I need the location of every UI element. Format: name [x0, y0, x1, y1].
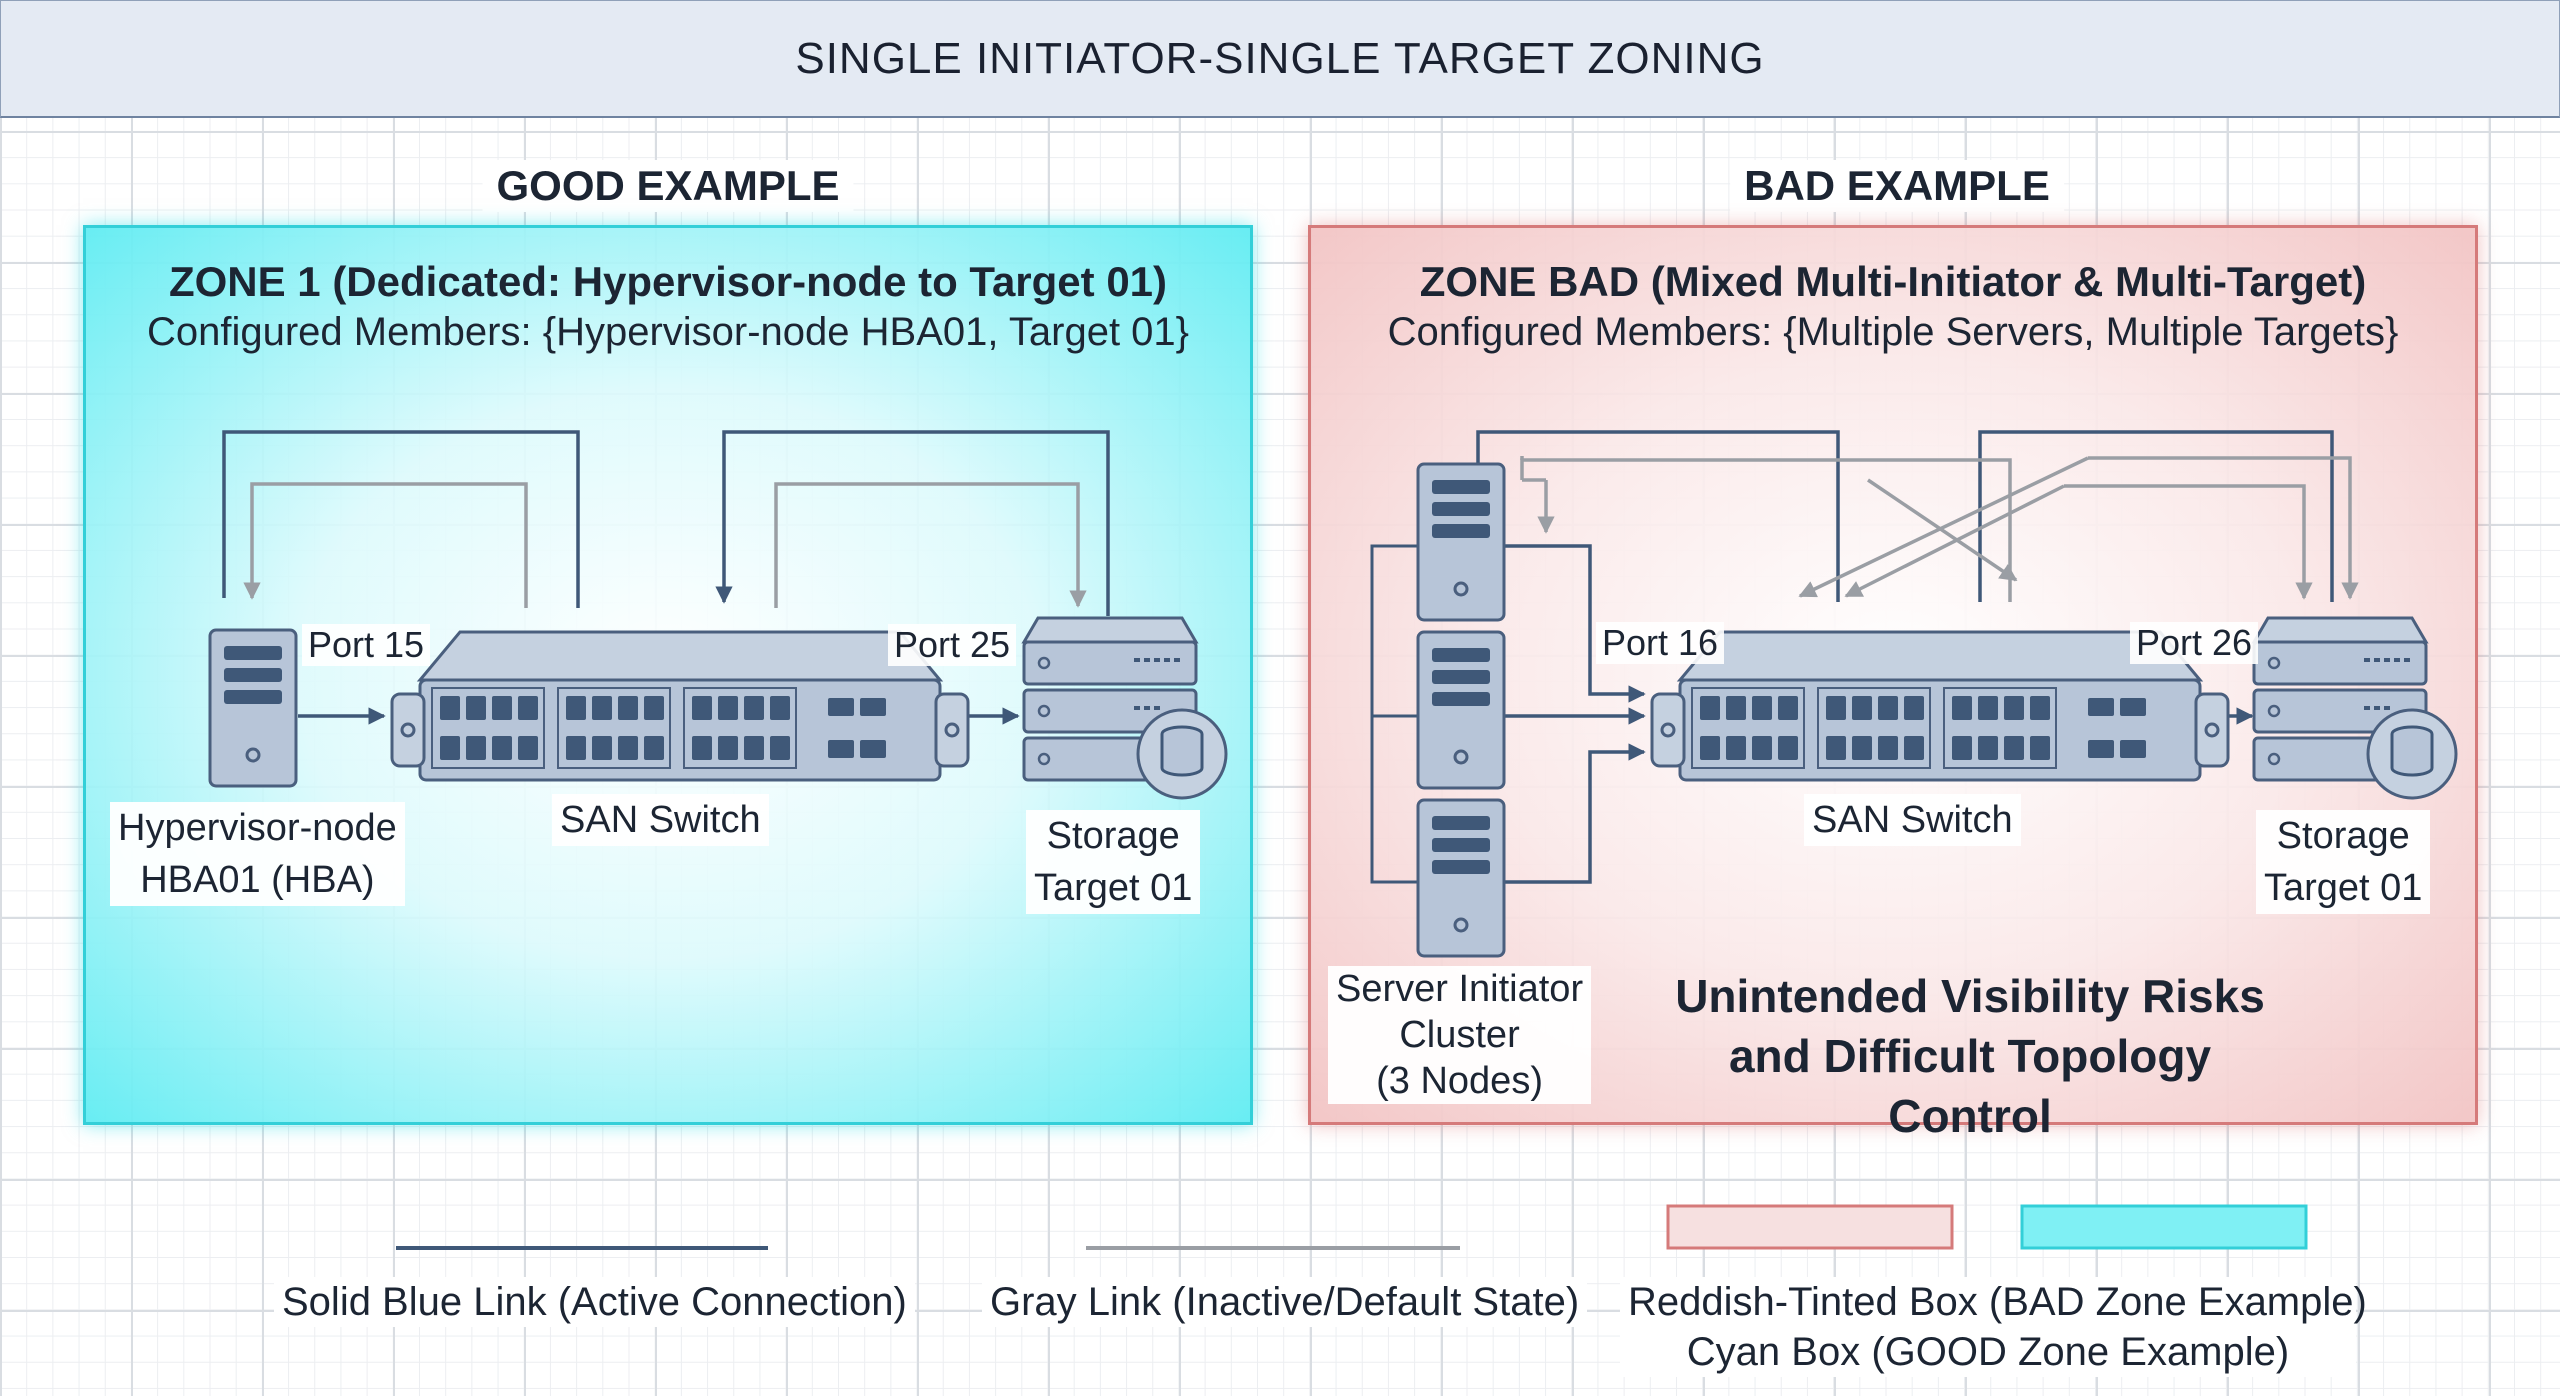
bad-zone-members: Configured Members: {Multiple Servers, M…: [1387, 310, 2399, 354]
bad-port-right: Port 26: [2130, 622, 2259, 664]
legend-red-box-sample: [1666, 1204, 1954, 1250]
cluster-label-line1: Server Initiator: [1336, 968, 1584, 1010]
legend-cyan-box-sample: [2020, 1204, 2308, 1250]
good-port-right: Port 25: [888, 624, 1017, 666]
bad-example-heading: BAD EXAMPLE: [1730, 160, 2064, 212]
bad-port-left: Port 16: [1596, 622, 1725, 664]
cluster-label: Server Initiator Cluster (3 Nodes): [1328, 966, 1592, 1104]
hypervisor-label: Hypervisor-node HBA01 (HBA): [110, 802, 405, 906]
hypervisor-label-line1: Hypervisor-node: [118, 807, 397, 849]
risk-callout: Unintended Visibility Risks and Difficul…: [1650, 966, 2290, 1146]
cluster-label-line2: Cluster: [1399, 1014, 1520, 1056]
good-storage-label: Storage Target 01: [1026, 810, 1201, 914]
good-storage-label-line2: Target 01: [1034, 867, 1193, 909]
bad-storage-label: Storage Target 01: [2256, 810, 2431, 914]
good-example-heading: GOOD EXAMPLE: [482, 160, 854, 212]
bad-storage-label-line2: Target 01: [2264, 867, 2423, 909]
good-port-left: Port 15: [302, 624, 431, 666]
title-bar: SINGLE INITIATOR-SINGLE TARGET ZONING: [0, 0, 2560, 118]
bad-zone-title: ZONE BAD (Mixed Multi-Initiator & Multi-…: [1419, 258, 2367, 305]
risk-callout-line2: and Difficult Topology Control: [1728, 1030, 2212, 1142]
good-zone-panel: ZONE 1 (Dedicated: Hypervisor-node to Ta…: [83, 225, 1253, 1125]
bad-switch-label: SAN Switch: [1804, 794, 2021, 846]
legend-red-box-label: Reddish-Tinted Box (BAD Zone Example): [1628, 1280, 2367, 1324]
page-title: SINGLE INITIATOR-SINGLE TARGET ZONING: [795, 33, 1765, 83]
risk-callout-line1: Unintended Visibility Risks: [1675, 970, 2265, 1022]
legend-box-labels: Reddish-Tinted Box (BAD Zone Example) Cy…: [1620, 1277, 2367, 1377]
good-zone-title: ZONE 1 (Dedicated: Hypervisor-node to Ta…: [168, 258, 1168, 305]
legend-cyan-box-label: Cyan Box (GOOD Zone Example): [1686, 1330, 2290, 1374]
good-switch-label: SAN Switch: [552, 794, 769, 846]
good-zone-members: Configured Members: {Hypervisor-node HBA…: [146, 310, 1190, 354]
legend-gray-link-label: Gray Link (Inactive/Default State): [982, 1277, 1588, 1327]
legend-blue-link-label: Solid Blue Link (Active Connection): [274, 1277, 915, 1327]
hypervisor-label-line2: HBA01 (HBA): [140, 859, 375, 901]
bad-storage-label-line1: Storage: [2276, 815, 2410, 857]
good-storage-label-line1: Storage: [1046, 815, 1180, 857]
cluster-label-line3: (3 Nodes): [1376, 1060, 1543, 1102]
